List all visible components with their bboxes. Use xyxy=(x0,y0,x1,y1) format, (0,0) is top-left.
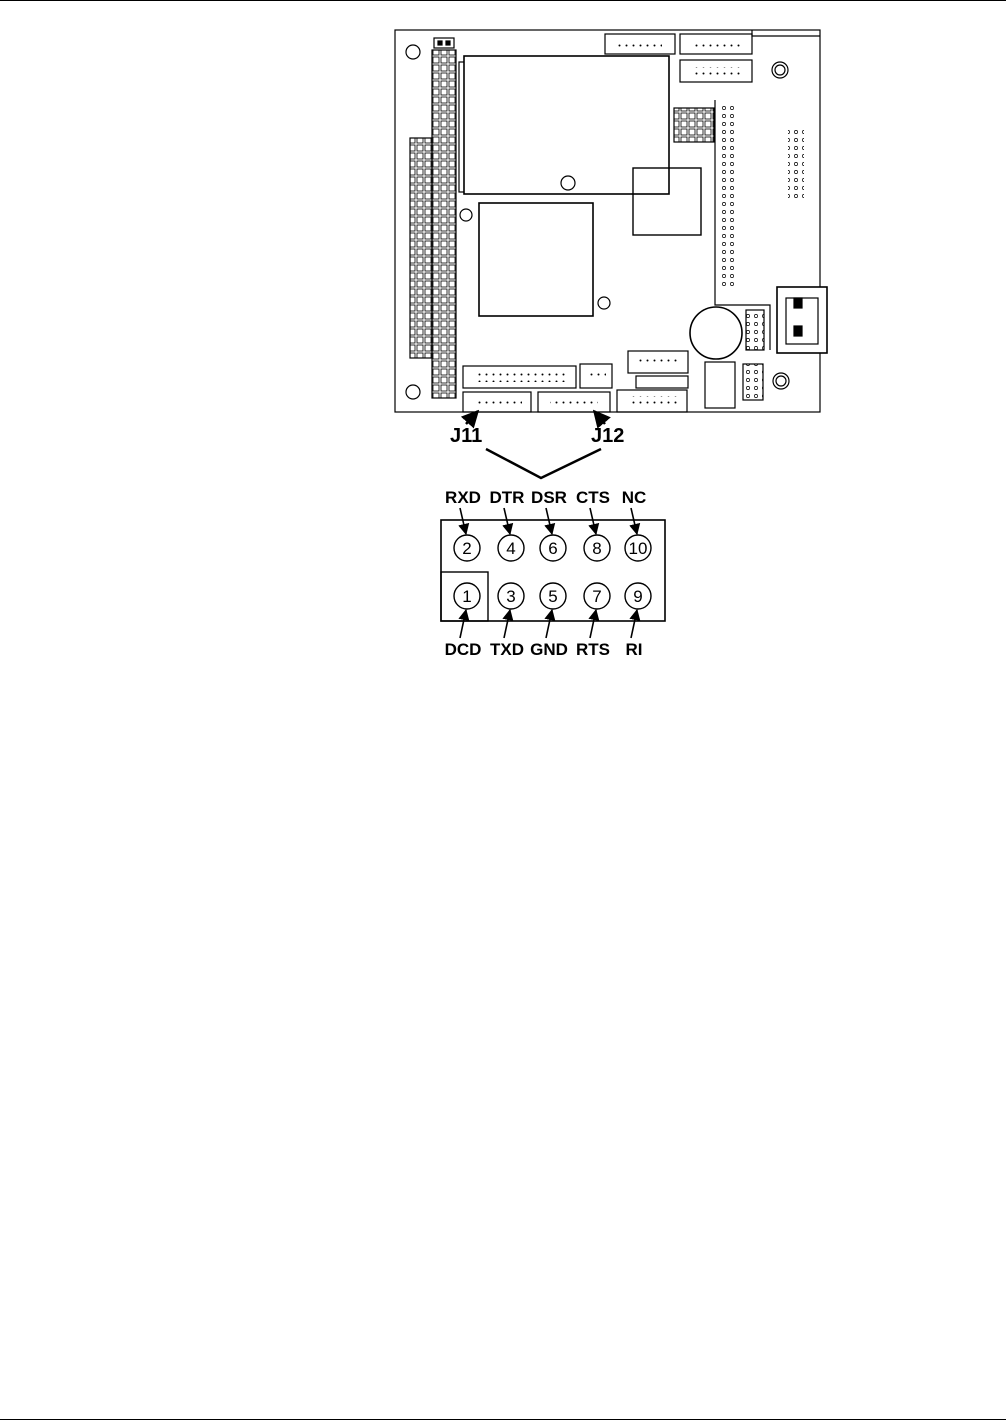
jumper-pin xyxy=(445,40,451,46)
circuit-board xyxy=(394,29,828,413)
pin-signal-label: GND xyxy=(530,640,568,659)
jumper-header xyxy=(433,37,455,49)
j12-arrow xyxy=(592,409,611,429)
cpu-module xyxy=(463,55,670,195)
top-header-2 xyxy=(679,33,753,55)
jumper-block xyxy=(673,107,715,143)
pin-number: 10 xyxy=(629,539,648,558)
pin-signal-label: RXD xyxy=(445,488,481,507)
mounting-hole xyxy=(597,296,611,310)
pin-number: 5 xyxy=(548,587,557,606)
pin-number: 4 xyxy=(506,539,515,558)
mounting-hole xyxy=(459,208,473,222)
power-connector-pins xyxy=(586,372,606,380)
board-inner-edge xyxy=(714,100,771,350)
pin-arrow xyxy=(458,608,470,639)
vertical-pin-strip xyxy=(721,104,735,286)
ide-header xyxy=(462,365,577,389)
pin-signal-label: DTR xyxy=(490,488,525,507)
pin-number: 7 xyxy=(592,587,601,606)
connector-converge-lines xyxy=(485,447,602,480)
pin-number: 8 xyxy=(592,539,601,558)
pin-arrow xyxy=(544,608,556,639)
battery xyxy=(689,306,743,360)
right-pin-column xyxy=(788,126,804,200)
mounting-hole xyxy=(774,64,786,76)
pin-number: 3 xyxy=(506,587,515,606)
white-connector xyxy=(627,350,689,374)
pin-arrow xyxy=(629,507,641,536)
pin-signal-label: RTS xyxy=(576,640,610,659)
pin-arrow xyxy=(458,507,470,536)
top-header-3-pins xyxy=(694,67,740,75)
module-hole xyxy=(560,175,576,191)
footer-rule xyxy=(0,1419,1006,1420)
j12-connector-pins xyxy=(550,398,598,406)
pin-arrow xyxy=(588,608,600,639)
connector-label-j12: J12 xyxy=(591,425,624,447)
mounting-hole xyxy=(405,44,421,60)
power-connector xyxy=(579,363,613,389)
top-header-3 xyxy=(679,59,753,83)
header-rule xyxy=(0,0,1006,1)
top-header-1-pins xyxy=(618,40,662,48)
pin-number: 9 xyxy=(633,587,642,606)
pin-signal-label: TXD xyxy=(490,640,524,659)
hdmi-tab xyxy=(793,325,803,337)
inductor xyxy=(704,361,736,409)
pin-arrow xyxy=(502,507,514,536)
pin-signal-label: RI xyxy=(626,640,643,659)
mounting-hole xyxy=(405,384,421,400)
pin-number: 2 xyxy=(462,539,471,558)
bottom-header xyxy=(616,389,688,413)
pin-number: 1 xyxy=(462,587,471,606)
j11-arrow xyxy=(460,409,480,429)
top-header-2-pins xyxy=(694,40,740,48)
main-chip xyxy=(478,202,594,317)
hdmi-tab xyxy=(793,297,803,309)
connector-label-j11: J11 xyxy=(450,425,482,447)
pin-arrow xyxy=(629,608,641,639)
pin-signal-label: DCD xyxy=(445,640,482,659)
top-header-1 xyxy=(604,33,676,55)
small-header xyxy=(635,375,689,389)
mounting-hole xyxy=(771,61,789,79)
side-header xyxy=(745,309,765,351)
hdmi-connector xyxy=(776,286,828,354)
pin-number: 6 xyxy=(548,539,557,558)
pin-arrow xyxy=(588,507,600,536)
secondary-chip xyxy=(632,167,702,236)
white-connector-pins xyxy=(636,358,680,366)
j11-connector-pins xyxy=(474,398,522,406)
mounting-hole xyxy=(772,372,790,390)
ide-header-pins xyxy=(474,372,566,382)
bottom-header-pins xyxy=(628,396,678,404)
right-bottom-header xyxy=(742,363,764,401)
j12-connector xyxy=(537,391,611,413)
mounting-hole xyxy=(775,375,787,387)
pin-signal-label: DSR xyxy=(531,488,567,507)
pin-signal-label: NC xyxy=(622,488,647,507)
pin-signal-label: CTS xyxy=(576,488,610,507)
j11-connector xyxy=(462,391,532,413)
pc104-header-inner xyxy=(431,49,457,399)
pin-arrow xyxy=(502,608,514,639)
pin-arrow xyxy=(544,507,556,536)
pc104-header-outer xyxy=(409,137,433,359)
jumper-pin xyxy=(437,40,443,46)
